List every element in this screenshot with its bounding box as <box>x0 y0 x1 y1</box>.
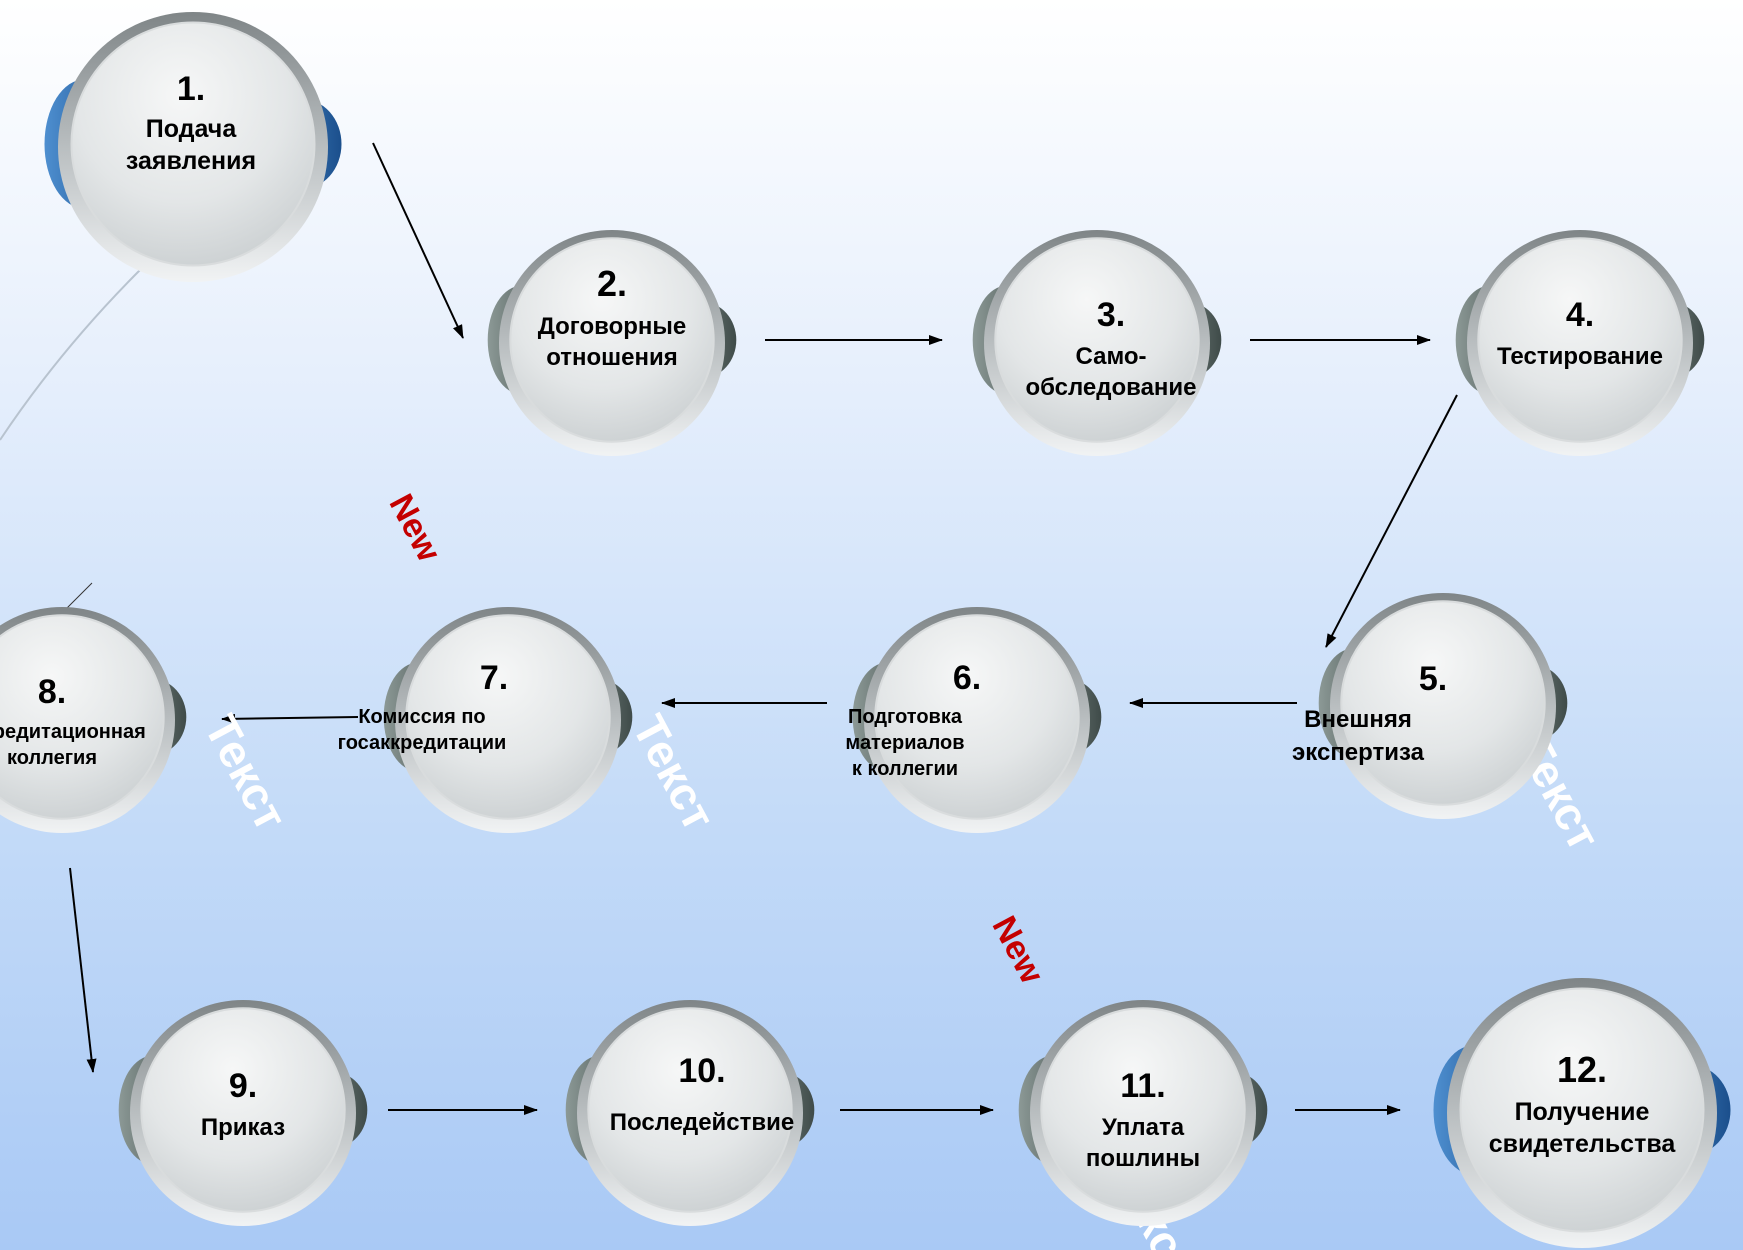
step-label-8-line-2: коллегия <box>7 747 97 769</box>
step-label-5-line-2: экспертиза <box>1292 739 1425 766</box>
step-label-8-line-1: Аккредитационная <box>0 721 146 743</box>
step-node-12[interactable]: 12. Получение свидетельства <box>1433 978 1731 1248</box>
button-face-2 <box>509 237 715 443</box>
step-number-7: 7. <box>480 659 508 697</box>
watermark-text-2: Текст <box>623 706 726 838</box>
step-node-9[interactable]: 9. Приказ <box>118 1000 368 1226</box>
step-label-12-line-1: Получение <box>1515 1098 1650 1126</box>
button-face-11 <box>1040 1007 1246 1213</box>
arrow-1-to-2 <box>372 142 464 339</box>
decorative-curve <box>0 269 141 441</box>
arrow-8-to-9 <box>69 867 97 1073</box>
step-number-8: 8. <box>38 673 66 711</box>
button-face-3 <box>994 237 1200 443</box>
step-number-2: 2. <box>597 263 627 304</box>
watermark-text-1: Текст <box>195 706 298 838</box>
step-number-3: 3. <box>1097 296 1125 334</box>
button-face-9 <box>140 1007 346 1213</box>
step-node-4[interactable]: 4. Тестирование <box>1455 230 1705 456</box>
step-node-3[interactable]: 3. Само-обследование <box>972 230 1222 456</box>
step-node-2[interactable]: 2. Договорные отношения <box>487 230 737 456</box>
button-face-1 <box>70 21 316 267</box>
step-label-12-line-2: свидетельства <box>1489 1130 1677 1158</box>
node-layer: 1. Подача заявления 2. Договорные отношения 3.… <box>0 12 1731 1248</box>
step-label-11-line-2: пошлины <box>1086 1145 1200 1172</box>
button-face-8 <box>0 614 165 820</box>
step-label-7-line-2: госаккредитации <box>338 732 507 754</box>
step-number-1: 1. <box>177 70 205 108</box>
step-node-1[interactable]: 1. Подача заявления <box>44 12 342 282</box>
step-number-10: 10. <box>678 1052 725 1090</box>
new-badge-1: New <box>382 488 449 568</box>
step-label-6-line-1: Подготовка <box>848 706 963 728</box>
button-face-4 <box>1477 237 1683 443</box>
step-label-6-line-3: к коллегии <box>852 758 958 780</box>
step-label-5-line-1: Внешняя <box>1304 706 1412 733</box>
arrow-layer <box>69 142 1458 1115</box>
step-node-5[interactable]: 5. Внешняя экспертиза <box>1292 593 1568 819</box>
step-node-8[interactable]: 8. Аккредитационная коллегия <box>0 607 187 833</box>
step-label-4-line-1: Тестирование <box>1497 343 1663 370</box>
button-face-12 <box>1459 987 1705 1233</box>
step-label-3-line-1: Само- <box>1075 343 1146 370</box>
step-node-11[interactable]: 11. Уплата пошлины <box>1018 1000 1268 1226</box>
step-label-11-line-1: Уплата <box>1102 1114 1185 1141</box>
step-label-1-line-2: заявления <box>126 147 256 175</box>
step-label-7-line-1: Комиссия по <box>358 706 485 728</box>
step-number-9: 9. <box>229 1067 257 1105</box>
step-number-5: 5. <box>1419 660 1447 698</box>
step-label-2-line-2: отношения <box>546 344 678 371</box>
step-node-7[interactable]: 7. Комиссия по госаккредитации <box>338 607 633 833</box>
button-face-6 <box>874 614 1080 820</box>
step-number-4: 4. <box>1566 296 1594 334</box>
step-label-10-line-1: Последействие <box>610 1109 795 1136</box>
button-face-5 <box>1340 600 1546 806</box>
step-node-6[interactable]: 6. Подготовка материалов к коллегии <box>845 607 1102 833</box>
arrow-7-to-8 <box>221 713 359 724</box>
step-node-10[interactable]: 10. Последействие <box>565 1000 815 1226</box>
step-label-6-line-2: материалов <box>845 732 964 754</box>
step-number-6: 6. <box>953 659 981 697</box>
button-face-10 <box>587 1007 793 1213</box>
step-label-2-line-1: Договорные <box>538 313 687 340</box>
step-number-11: 11. <box>1120 1067 1165 1105</box>
arrow-4-to-5 <box>1325 394 1458 648</box>
step-label-1-line-1: Подача <box>146 115 238 143</box>
decorative-tick <box>64 582 93 611</box>
step-label-9-line-1: Приказ <box>201 1114 285 1141</box>
step-label-3-line-2: обследование <box>1025 374 1196 401</box>
new-badge-2: New <box>985 910 1052 990</box>
button-face-7 <box>405 614 611 820</box>
step-number-12: 12. <box>1557 1049 1607 1090</box>
